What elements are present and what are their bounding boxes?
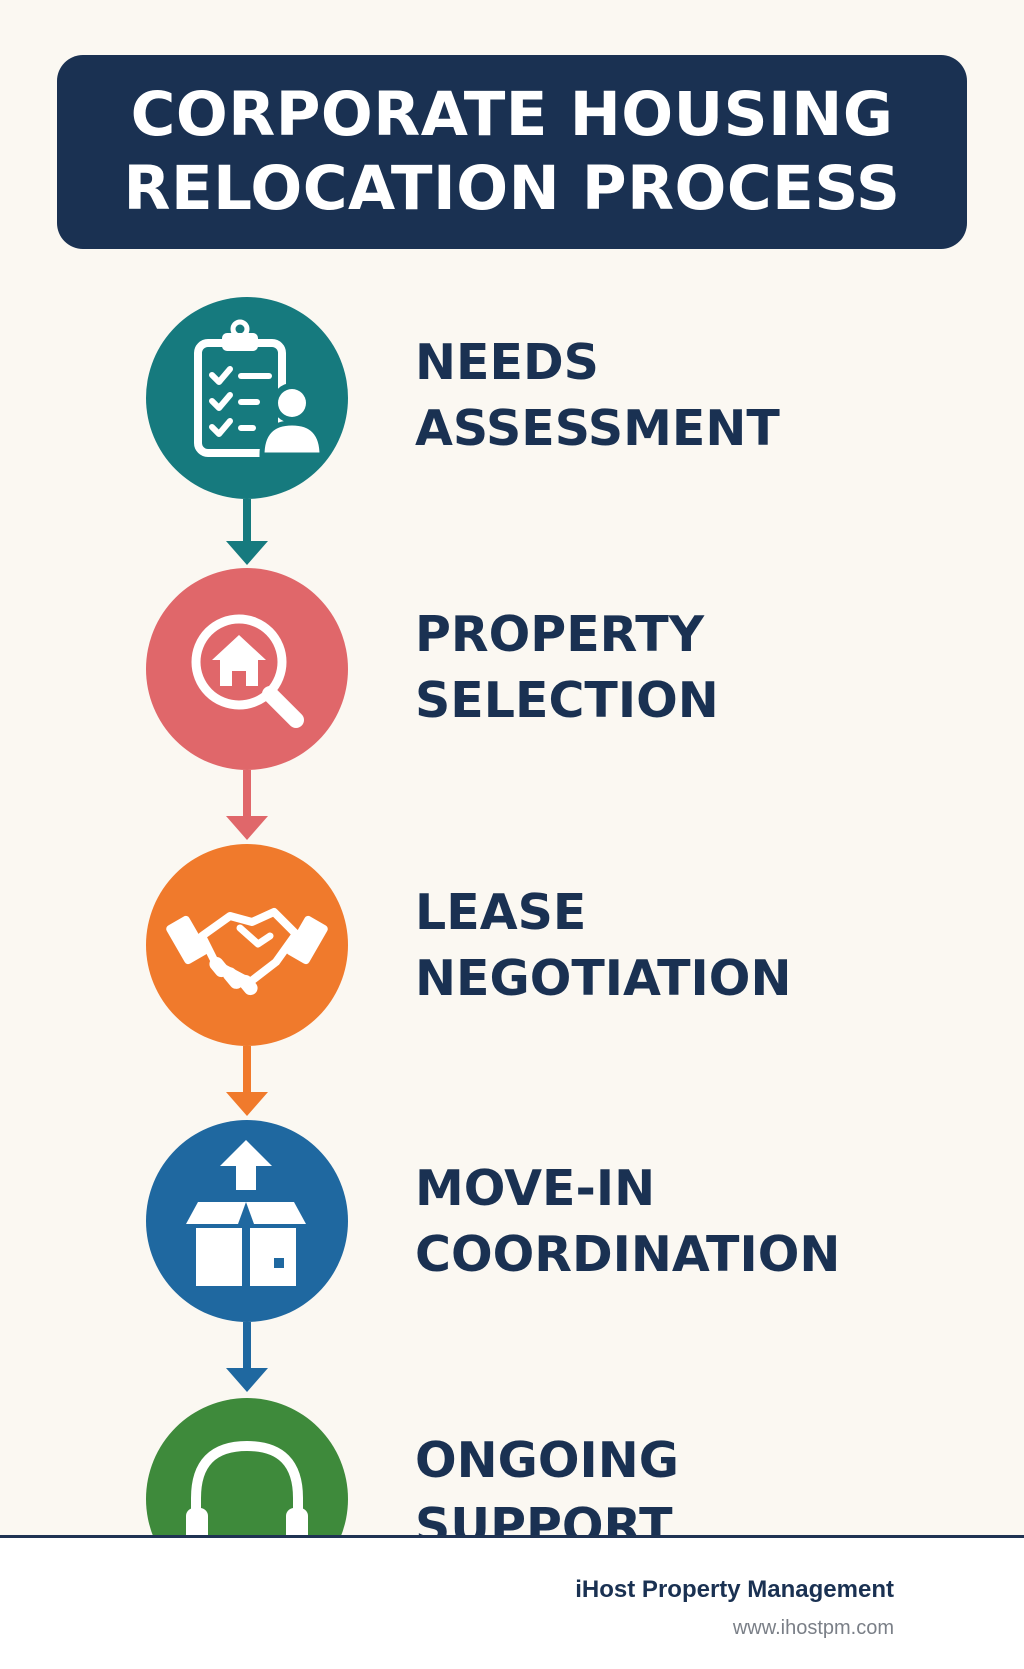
step-1-label: NEEDS ASSESSMENT: [415, 330, 780, 462]
step-2-label-line-1: PROPERTY: [415, 606, 705, 663]
step-4-circle: [146, 1120, 348, 1322]
step-3-label-line-1: LEASE: [415, 884, 587, 941]
page-title-line-2: RELOCATION PROCESS: [123, 153, 901, 224]
clipboard-checklist-person-icon: [194, 319, 325, 458]
arrow-4-to-5: [222, 1322, 272, 1394]
step-4-label: MOVE-IN COORDINATION: [415, 1156, 840, 1288]
step-3-label: LEASE NEGOTIATION: [415, 880, 791, 1012]
step-3-circle: [146, 844, 348, 1046]
arrow-2-to-3: [222, 770, 272, 842]
step-1-label-line-2: ASSESSMENT: [415, 400, 780, 457]
step-4-label-line-2: COORDINATION: [415, 1226, 841, 1283]
arrow-1-to-2: [222, 499, 272, 567]
step-3-label-line-2: NEGOTIATION: [415, 950, 792, 1007]
box-upload-icon: [186, 1140, 306, 1286]
step-4-label-line-1: MOVE-IN: [415, 1160, 656, 1217]
step-1-label-line-1: NEEDS: [415, 334, 599, 391]
step-5-label-line-1: ONGOING: [415, 1432, 679, 1489]
page-title-line-1: CORPORATE HOUSING: [130, 79, 894, 150]
step-2-label: PROPERTY SELECTION: [415, 602, 719, 734]
handshake-icon: [166, 908, 328, 996]
step-2-circle: [146, 568, 348, 770]
magnifier-house-icon: [191, 614, 304, 728]
step-2-label-line-2: SELECTION: [415, 672, 719, 729]
footer: iHost Property Management www.ihostpm.co…: [0, 1535, 1024, 1669]
step-1-circle: [146, 297, 348, 499]
footer-website-url: www.ihostpm.com: [732, 1617, 894, 1639]
arrow-3-to-4: [222, 1046, 272, 1118]
title-banner: CORPORATE HOUSING RELOCATION PROCESS: [57, 55, 967, 249]
footer-company-name: iHost Property Management: [575, 1576, 894, 1603]
